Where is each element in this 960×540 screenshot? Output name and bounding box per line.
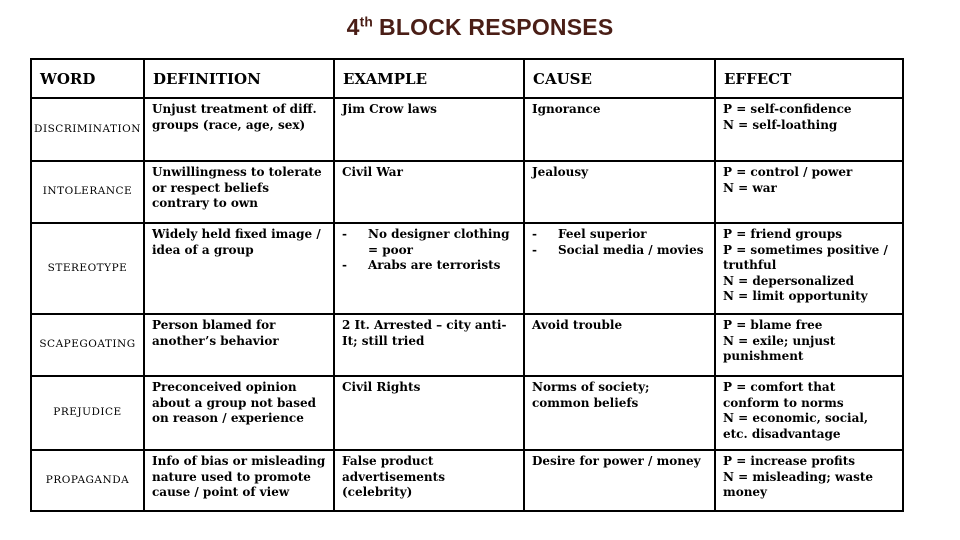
- cell-effect: P = self-confidence N = self-loathing: [714, 97, 904, 162]
- bullet-text: Social media / movies: [558, 242, 704, 257]
- cell-cause: Desire for power / money: [523, 449, 716, 512]
- cell-definition: Info of bias or misleading nature used t…: [143, 449, 335, 512]
- cell-word: SCAPEGOATING: [30, 313, 145, 377]
- cell-cause: Norms of society; common beliefs: [523, 375, 716, 451]
- cell-definition: Unjust treatment of diff. groups (race, …: [143, 97, 335, 162]
- cell-example: False product advertisements (celebrity): [333, 449, 525, 512]
- cell-effect: P = increase profits N = misleading; was…: [714, 449, 904, 512]
- cell-definition: Widely held fixed image / idea of a grou…: [143, 222, 335, 315]
- title-ordinal: th: [359, 14, 374, 30]
- cell-effect: P = control / power N = war: [714, 160, 904, 224]
- cell-example: - No designer clothing = poor - Arabs are …: [333, 222, 525, 315]
- cell-effect: P = friend groups P = sometimes positive…: [714, 222, 904, 315]
- header-row: WORD DEFINITION EXAMPLE CAUSE EFFECT: [30, 58, 904, 99]
- responses-table: WORD DEFINITION EXAMPLE CAUSE EFFECT DIS…: [30, 58, 904, 512]
- header-word: WORD: [30, 58, 145, 99]
- page-title: 4th BLOCK RESPONSES: [0, 14, 960, 41]
- cell-example: Jim Crow laws: [333, 97, 525, 162]
- cell-effect: P = comfort that conform to norms N = ec…: [714, 375, 904, 451]
- cell-word: INTOLERANCE: [30, 160, 145, 224]
- dash-bullet: -: [342, 227, 347, 241]
- table-row-prejudice: PREJUDICE Preconceived opinion about a g…: [30, 375, 904, 451]
- dash-bullet: -: [532, 242, 537, 257]
- header-effect: EFFECT: [714, 58, 904, 99]
- title-text: BLOCK RESPONSES: [379, 14, 614, 40]
- cell-cause: Avoid trouble: [523, 313, 716, 377]
- cell-word: DISCRIMINATION: [30, 97, 145, 162]
- cell-cause: - Feel superior - Social media / movies: [523, 222, 716, 315]
- cell-effect: P = blame free N = exile; unjust punishm…: [714, 313, 904, 377]
- header-example: EXAMPLE: [333, 58, 525, 99]
- cell-word: PROPAGANDA: [30, 449, 145, 512]
- bullet-text: Arabs are terrorists: [368, 258, 501, 273]
- bullet-text: No designer clothing = poor: [368, 227, 510, 257]
- bullet-text: Feel superior: [558, 227, 647, 241]
- cell-example: Civil Rights: [333, 375, 525, 451]
- cell-example: 2 It. Arrested – city anti-It; still tri…: [333, 313, 525, 377]
- table-row-stereotype: STEREOTYPE Widely held fixed image / ide…: [30, 222, 904, 315]
- table-row-intolerance: INTOLERANCE Unwillingness to tolerate or…: [30, 160, 904, 224]
- cell-cause: Jealousy: [523, 160, 716, 224]
- cell-word: STEREOTYPE: [30, 222, 145, 315]
- cell-definition: Preconceived opinion about a group not b…: [143, 375, 335, 451]
- title-number: 4: [346, 14, 360, 40]
- table-row-scapegoating: SCAPEGOATING Person blamed for another’s…: [30, 313, 904, 377]
- cell-definition: Unwillingness to tolerate or respect bel…: [143, 160, 335, 224]
- header-definition: DEFINITION: [143, 58, 335, 99]
- cell-definition: Person blamed for another’s behavior: [143, 313, 335, 377]
- cell-example: Civil War: [333, 160, 525, 224]
- header-cause: CAUSE: [523, 58, 716, 99]
- table-row-propaganda: PROPAGANDA Info of bias or misleading na…: [30, 449, 904, 512]
- bullet-item: - Feel superior: [532, 227, 707, 243]
- cell-cause: Ignorance: [523, 97, 716, 162]
- dash-bullet: -: [342, 258, 347, 273]
- table-row-discrimination: DISCRIMINATION Unjust treatment of diff.…: [30, 97, 904, 162]
- bullet-item: - Arabs are terrorists: [342, 258, 516, 274]
- cell-word: PREJUDICE: [30, 375, 145, 451]
- bullet-item: - No designer clothing = poor: [342, 227, 516, 258]
- dash-bullet: -: [532, 227, 537, 241]
- bullet-item: - Social media / movies: [532, 243, 707, 259]
